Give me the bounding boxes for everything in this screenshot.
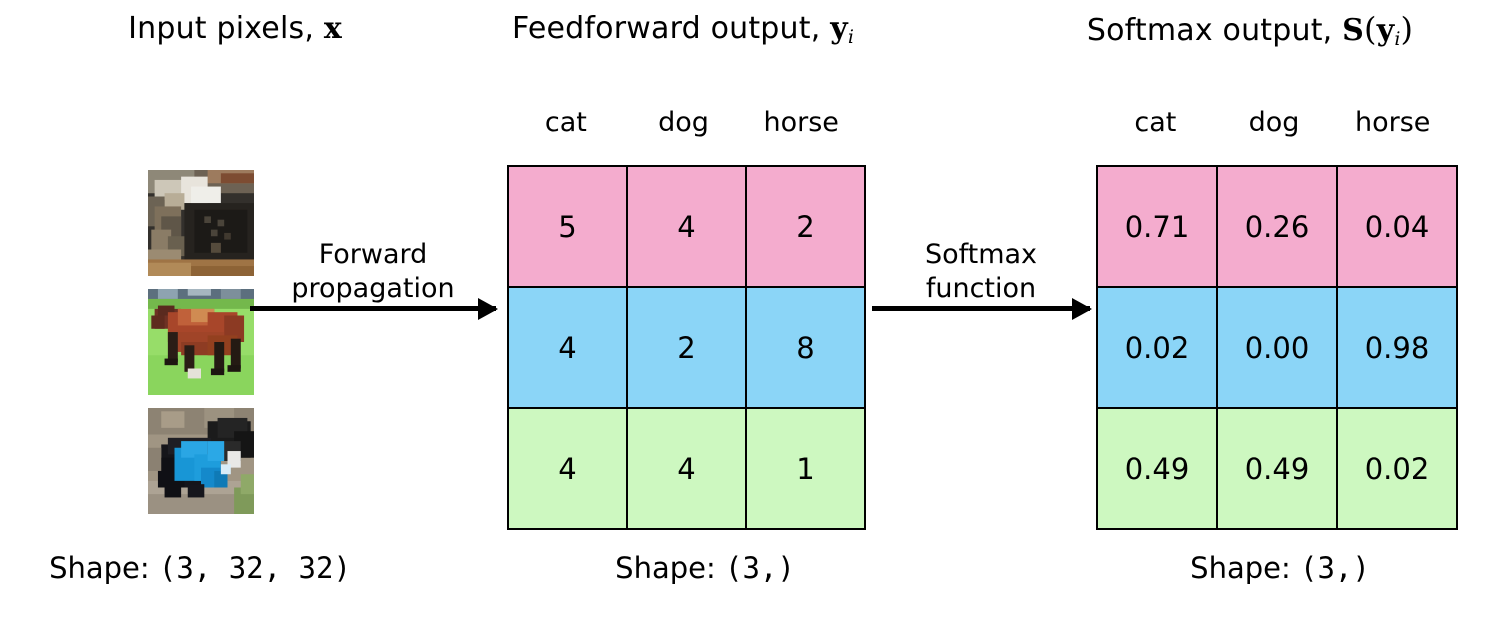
shape-label: Shape: (615, 551, 716, 585)
softmax-function-label-line1: Softmax (924, 239, 1038, 270)
table-cell: 0.26 (1216, 165, 1338, 288)
table-row: 0.02 0.00 0.98 (1096, 286, 1458, 409)
shape-label: Shape: (1190, 551, 1291, 585)
title-input-text: Input pixels, (128, 11, 315, 46)
feedforward-column-headers: cat dog horse (507, 108, 860, 138)
table-cell: 5 (507, 165, 628, 288)
feedforward-output-table: 5 4 2 4 2 8 4 4 1 (507, 165, 866, 530)
forward-propagation-label-line1: Forward (318, 239, 428, 270)
column-header-dog: dog (658, 107, 709, 138)
title-input-symbol: x (323, 11, 342, 46)
shape-caption-input: Shape: (3, 32, 32) (0, 552, 400, 584)
table-cell: 1 (745, 407, 866, 530)
shape-caption-feedforward: Shape: (3,) (525, 552, 885, 584)
table-cell: 2 (745, 165, 866, 288)
input-image-dog (148, 408, 254, 514)
column-header-cat: cat (1134, 107, 1177, 138)
input-image-horse (148, 289, 254, 395)
softmax-output-table: 0.71 0.26 0.04 0.02 0.00 0.98 0.49 0.49 … (1096, 165, 1458, 530)
input-image-cat (148, 170, 254, 276)
table-cell: 0.02 (1096, 286, 1218, 409)
title-softmax-paren-close: ) (1400, 10, 1414, 48)
table-row: 0.49 0.49 0.02 (1096, 407, 1458, 530)
title-softmax-symbol-y: y (1376, 13, 1395, 48)
table-row: 5 4 2 (507, 165, 866, 288)
table-cell: 4 (507, 286, 628, 409)
column-header-cat: cat (544, 107, 587, 138)
table-cell: 8 (745, 286, 866, 409)
forward-propagation-label-line2: propagation (291, 273, 455, 304)
table-row: 4 4 1 (507, 407, 866, 530)
shape-caption-softmax: Shape: (3,) (1100, 552, 1460, 584)
title-softmax-subscript: i (1394, 28, 1401, 50)
title-softmax-paren-open: ( (1364, 10, 1377, 48)
shape-value: (3,) (724, 551, 795, 585)
table-cell: 0.04 (1336, 165, 1458, 288)
page-title-input-pixels: Input pixels, x (0, 12, 470, 46)
shape-value: (3,) (1299, 551, 1370, 585)
title-feedforward-text: Feedforward output, (512, 11, 821, 46)
softmax-function-label-line2: function (925, 273, 1037, 304)
table-cell: 0.49 (1216, 407, 1338, 530)
table-cell: 4 (507, 407, 628, 530)
column-header-horse: horse (1354, 107, 1431, 138)
table-cell: 0.98 (1336, 286, 1458, 409)
forward-propagation-arrow-group: Forward propagation (250, 238, 498, 320)
shape-value: (3, 32, 32) (158, 551, 351, 585)
table-cell: 0.02 (1336, 407, 1458, 530)
arrow-right-icon (872, 297, 1092, 320)
table-cell: 4 (626, 407, 747, 530)
softmax-function-arrow-group: Softmax function (872, 238, 1092, 320)
title-softmax-symbol-s: S (1342, 13, 1365, 48)
page-title-feedforward-output: Feedforward output, yi (448, 12, 918, 54)
title-softmax-text: Softmax output, (1086, 13, 1333, 48)
page-title-softmax-output: Softmax output, S(yi) (1014, 12, 1486, 56)
softmax-column-headers: cat dog horse (1096, 108, 1452, 138)
column-header-horse: horse (763, 107, 839, 138)
table-cell: 0.71 (1096, 165, 1218, 288)
table-row: 0.71 0.26 0.04 (1096, 165, 1458, 288)
column-header-dog: dog (1248, 107, 1300, 138)
title-feedforward-symbol: y (830, 11, 848, 46)
arrow-right-icon (250, 297, 498, 320)
shape-label: Shape: (49, 551, 150, 585)
table-cell: 2 (626, 286, 747, 409)
title-feedforward-subscript: i (847, 26, 854, 48)
table-cell: 0.49 (1096, 407, 1218, 530)
table-row: 4 2 8 (507, 286, 866, 409)
table-cell: 4 (626, 165, 747, 288)
table-cell: 0.00 (1216, 286, 1338, 409)
